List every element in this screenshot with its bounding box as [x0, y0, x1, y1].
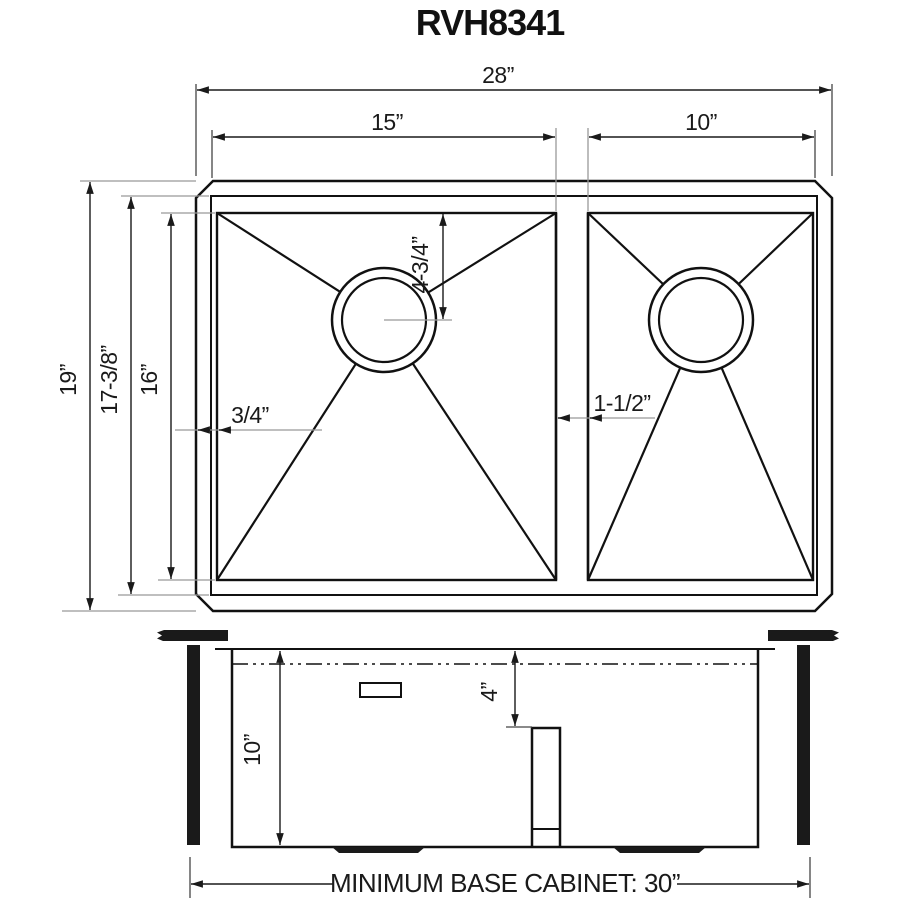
dim-label-10-height: 10” [239, 734, 265, 766]
dim-overall-depth: 19” [55, 180, 196, 612]
dim-overall-width: 28” [195, 62, 833, 176]
dim-drain-offset: 4-3/4” [407, 214, 447, 319]
left-bottom-pad [332, 847, 425, 853]
sink-inner-rim [210, 195, 818, 596]
dim-base-cabinet: MINIMUM BASE CABINET: 30” [189, 857, 811, 898]
rear-fitting [359, 682, 402, 698]
cabinet-wall-right [797, 645, 810, 845]
right-bowl-outline [586, 211, 815, 582]
dim-rim-width: 3/4” [175, 402, 322, 434]
dim-label-17-3-8: 17-3/8” [96, 345, 122, 414]
dim-label-10: 10” [685, 109, 717, 135]
plan-view [194, 179, 834, 613]
dim-label-4-reveal: 4” [476, 682, 502, 701]
divider-wall [530, 726, 562, 847]
sink-outer-edge [194, 179, 834, 613]
dim-right-bowl-width: 10” [587, 109, 816, 211]
countertop-left [157, 630, 228, 641]
left-bowl [215, 211, 558, 582]
section-view: 10” 4” MINIMUM BASE CABINET: 30” [157, 630, 839, 898]
dim-bowl-depth: 16” [136, 212, 215, 581]
dim-label-19: 19” [55, 364, 81, 396]
right-bowl [586, 211, 815, 582]
dim-divider-width: 1-1/2” [557, 390, 655, 422]
dim-left-bowl-width: 15” [211, 109, 557, 211]
dim-label-28: 28” [482, 62, 514, 88]
dim-label-1-1-2: 1-1/2” [593, 390, 650, 416]
dim-label-3-4: 3/4” [231, 402, 269, 428]
dim-inner-depth: 17-3/8” [96, 195, 209, 596]
countertop-right [768, 630, 839, 641]
dim-label-16: 16” [136, 364, 162, 396]
dim-label-15: 15” [371, 109, 403, 135]
right-drain-inner [657, 276, 745, 364]
bowl-divider [554, 213, 590, 580]
sink-body-outline [230, 649, 760, 849]
dim-bowl-height: 10” [239, 651, 284, 845]
model-number-title: RVH8341 [416, 2, 565, 43]
dim-divider-reveal: 4” [476, 651, 532, 728]
dim-label-4-3-4: 4-3/4” [407, 236, 433, 293]
cabinet-wall-left [187, 645, 200, 845]
base-cabinet-note: MINIMUM BASE CABINET: 30” [330, 868, 680, 898]
right-bottom-pad [613, 847, 706, 853]
plan-dimensions: 28” 15” 10” 19” 17-3/8” [55, 62, 833, 612]
